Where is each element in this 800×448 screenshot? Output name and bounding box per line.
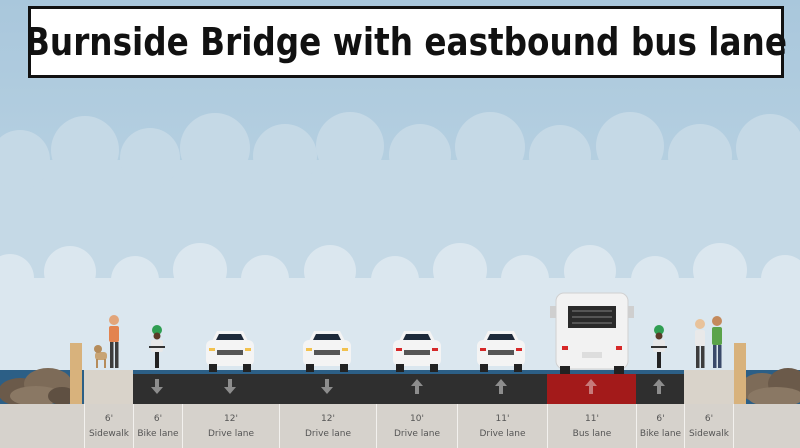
segment-width: 6' (153, 414, 163, 424)
segment-name: Drive lane (393, 429, 441, 439)
lane-arrows (151, 379, 665, 394)
title-banner: Burnside Bridge with eastbound bus lane (25, 6, 787, 78)
pedestrian-icon (109, 315, 119, 368)
segment-name: Bus lane (572, 429, 612, 439)
segment-width: 6' (704, 414, 714, 424)
segment-width: 11' (495, 414, 510, 424)
pedestrian-icon (712, 316, 722, 368)
car-icon (477, 331, 525, 372)
rocks-right (740, 368, 800, 407)
segment-bike-lane-right[interactable]: 6' Bike lane (636, 404, 684, 448)
sidewalk-left (84, 370, 133, 404)
rocks-left (0, 368, 76, 406)
page-title: Burnside Bridge with eastbound bus lane (25, 20, 787, 64)
segment-sidewalk-left[interactable]: 6' Sidewalk (84, 404, 133, 448)
segment-bus-lane[interactable]: 11' Bus lane (547, 404, 636, 448)
segment-width: 10' (410, 414, 424, 424)
segment-name: Bike lane (137, 429, 179, 439)
segment-name: Sidewalk (688, 429, 730, 439)
dog-icon (94, 345, 107, 368)
car-icon (206, 331, 254, 372)
bus-icon (550, 292, 634, 374)
arrow-up-icon (411, 379, 423, 394)
cyclist-icon (149, 325, 165, 368)
segment-drive-lane-3[interactable]: 10' Drive lane (376, 404, 457, 448)
cyclist-icon (651, 325, 667, 368)
bridge-post-right (734, 343, 746, 404)
sidewalk-right (684, 370, 734, 404)
pedestrian-icon (695, 319, 705, 368)
segment-drive-lane-4[interactable]: 11' Drive lane (457, 404, 547, 448)
segment-drive-lane-1[interactable]: 12' Drive lane (182, 404, 279, 448)
arrow-up-icon (585, 379, 597, 394)
segment-name: Sidewalk (88, 429, 130, 439)
arrow-down-icon (151, 379, 163, 394)
segment-labels: 6' Sidewalk 6' Bike lane 12' Drive lane … (0, 404, 800, 448)
segment-width: 12' (321, 414, 335, 424)
segment-drive-lane-2[interactable]: 12' Drive lane (279, 404, 376, 448)
segment-width: 11' (585, 414, 599, 424)
segment-sidewalk-right[interactable]: 6' Sidewalk (684, 404, 734, 448)
bridge-post-left (70, 343, 82, 404)
segment-width: 12' (224, 414, 238, 424)
arrow-down-icon (321, 379, 333, 394)
arrow-up-icon (653, 379, 665, 394)
car-icon (303, 331, 351, 372)
segment-name: Bike lane (639, 429, 682, 439)
segment-width: 6' (104, 414, 114, 424)
car-icon (393, 331, 441, 372)
segment-bike-lane-left[interactable]: 6' Bike lane (133, 404, 182, 448)
segment-name: Drive lane (304, 429, 352, 439)
arrow-up-icon (495, 379, 507, 394)
arrow-down-icon (224, 379, 236, 394)
segment-name: Drive lane (479, 429, 526, 439)
segment-name: Drive lane (207, 429, 255, 439)
segment-width: 6' (656, 414, 665, 424)
